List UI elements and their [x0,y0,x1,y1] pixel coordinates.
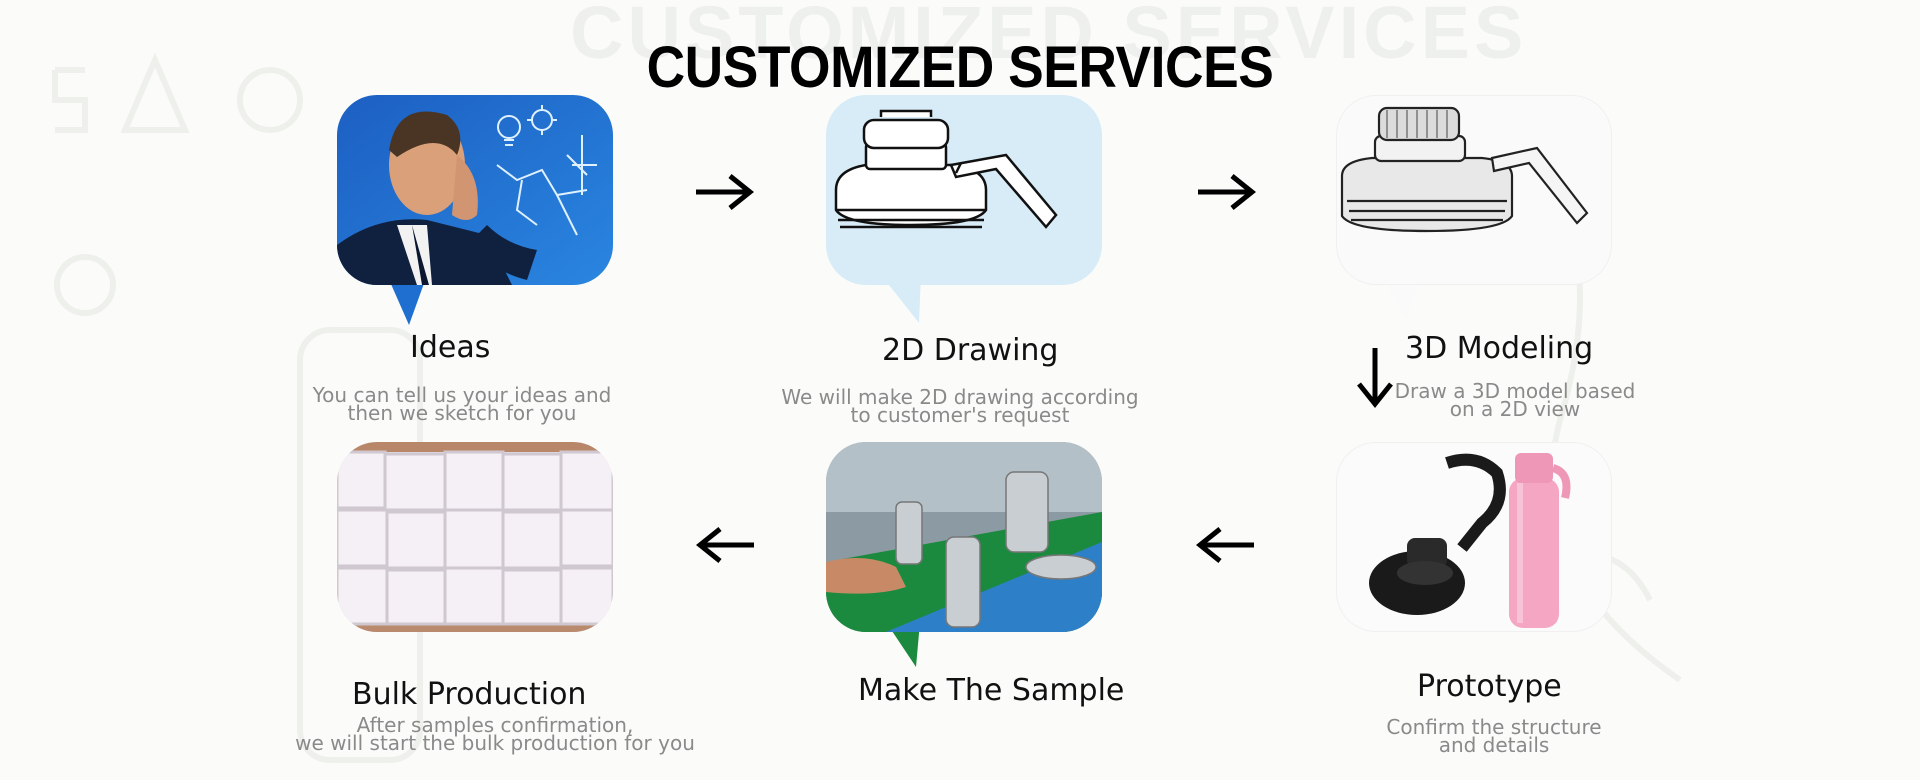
page-title: CUSTOMIZED SERVICES [646,35,1274,100]
speech-tail [1381,275,1421,320]
packing-boxes-image [337,442,613,632]
step-ideas-card [337,95,613,325]
arrow-left-icon [1196,527,1254,563]
sample-production-image [826,442,1102,632]
step-bulk-production-card [337,442,613,632]
2d-lid-drawing-image [826,95,1102,285]
step-prototype-card [1336,442,1612,632]
arrow-right-icon [696,174,754,210]
step-ideas-label: Ideas [410,330,491,365]
step-prototype-desc: Confirm the structure and details [1386,715,1602,757]
prototype-bottle-image [1336,442,1612,632]
step-3d-modeling-card [1336,95,1612,320]
arrow-right-icon [1198,174,1256,210]
step-ideas-desc: You can tell us your ideas and then we s… [312,383,612,425]
arrow-left-icon [696,527,754,563]
step-2d-drawing-desc: We will make 2D drawing according to cus… [781,385,1139,427]
step-3d-modeling-label: 3D Modeling [1405,331,1594,366]
step-make-sample-card [826,442,1102,667]
step-2d-drawing-card [826,95,1102,323]
step-2d-drawing-label: 2D Drawing [882,333,1059,368]
speech-tail [881,275,921,323]
speech-tail [886,622,920,667]
step-3d-modeling-desc: Draw a 3D model based on a 2D view [1394,379,1636,421]
background-ghost-title: CUSTOMIZED SERVICES [570,0,1528,74]
arrow-down-icon [1357,348,1393,409]
step-bulk-production-label: Bulk Production [352,677,587,712]
3d-lid-model-image [1336,95,1612,285]
step-bulk-production-desc: After samples confirmation, we will star… [295,713,695,755]
speech-tail [387,275,427,325]
step-prototype-label: Prototype [1417,669,1562,704]
step-make-sample-label: Make The Sample [858,673,1125,708]
businessman-thinking-image [337,95,613,285]
